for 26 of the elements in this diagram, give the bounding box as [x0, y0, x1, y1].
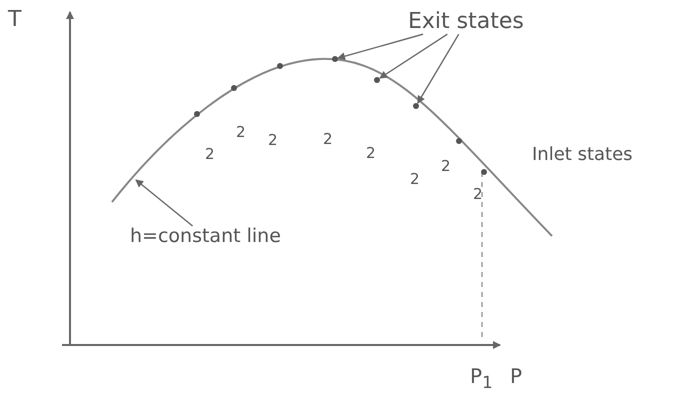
state-point [374, 77, 380, 83]
state-point [332, 56, 338, 62]
arrow [135, 179, 193, 226]
annotation-text: Exit states [408, 10, 524, 34]
state-number: 2 [366, 145, 376, 162]
axis-label: P [510, 365, 522, 387]
state-number: 2 [236, 124, 246, 140]
state-number: 2 [205, 146, 215, 162]
state-number: 2 [441, 158, 451, 174]
state-point [413, 103, 419, 109]
state-point [194, 111, 200, 117]
annotation-text: h=constant line [130, 226, 281, 247]
arrow [379, 34, 448, 79]
arrow [417, 34, 460, 104]
state-point [277, 63, 283, 69]
state-number: 2 [473, 186, 483, 202]
state-point [481, 169, 487, 175]
state-point [456, 138, 462, 144]
state-number: 2 [410, 171, 420, 188]
axis-label: T [8, 8, 22, 32]
annotation-text: Inlet states [532, 145, 633, 165]
arrow [337, 34, 424, 60]
state-number: 2 [268, 132, 278, 148]
state-number: 2 [323, 131, 333, 148]
axis-label: P$_{1}$ [470, 365, 493, 392]
state-point [231, 85, 237, 91]
